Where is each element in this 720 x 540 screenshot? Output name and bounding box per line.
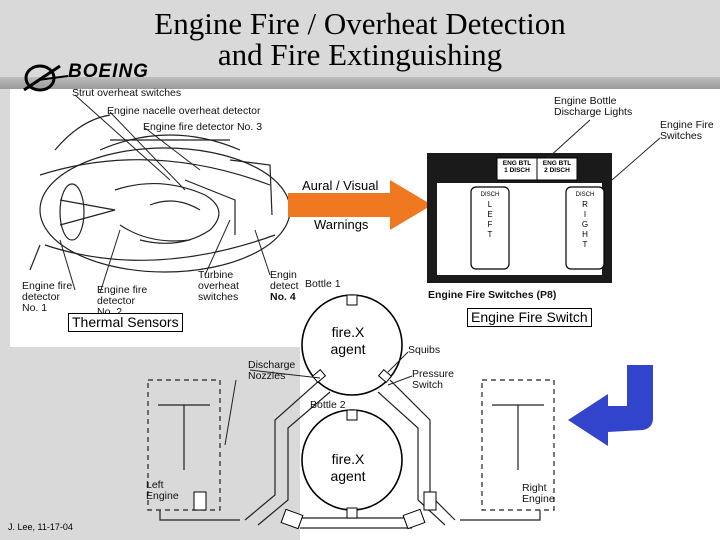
label-squibs: Squibs (408, 344, 441, 356)
bottle-1-label: Bottle 1 (305, 278, 341, 290)
blue-return-arrow (568, 365, 653, 446)
title-line-1: Engine Fire / Overheat Detection (154, 6, 566, 41)
warnings-arrow (288, 180, 432, 230)
switch-leader-lines (547, 119, 661, 181)
engine-sketch (29, 114, 291, 273)
bottle-2-label: Bottle 2 (310, 399, 346, 411)
bottle-2 (301, 409, 403, 519)
warnings-label: Warnings (314, 217, 369, 232)
plumbing-leader-lines (224, 351, 413, 446)
page-title: Engine Fire / Overheat Detection and Fir… (100, 8, 620, 70)
aural-visual-label: Aural / Visual (302, 178, 379, 193)
engine-leader-lines (59, 94, 271, 294)
boeing-logo: BOEING (20, 60, 170, 94)
title-divider (0, 77, 720, 89)
label-strut-overheat: Strut overheat switches (72, 87, 182, 99)
boeing-logo-text: BOEING (68, 61, 149, 82)
fire-switches-caption: Engine Fire Switches (P8) (428, 289, 557, 301)
engine-diagram-panel (10, 85, 300, 347)
boeing-logo-icon (23, 64, 68, 92)
check-valves (193, 491, 437, 530)
author-footer: J. Lee, 11-17-04 (8, 522, 73, 532)
label-nacelle-detector: Engine nacelle overheat detector (107, 105, 261, 117)
label-fire-detector-3: Engine fire detector No. 3 (143, 121, 263, 133)
thermal-sensors-label: Thermal Sensors (68, 313, 183, 332)
title-line-2: and Fire Extinguishing (217, 37, 503, 72)
bottle-1 (301, 294, 403, 396)
engine-fire-switch-label: Engine Fire Switch (467, 308, 592, 327)
fire-switch-panel (427, 153, 612, 283)
